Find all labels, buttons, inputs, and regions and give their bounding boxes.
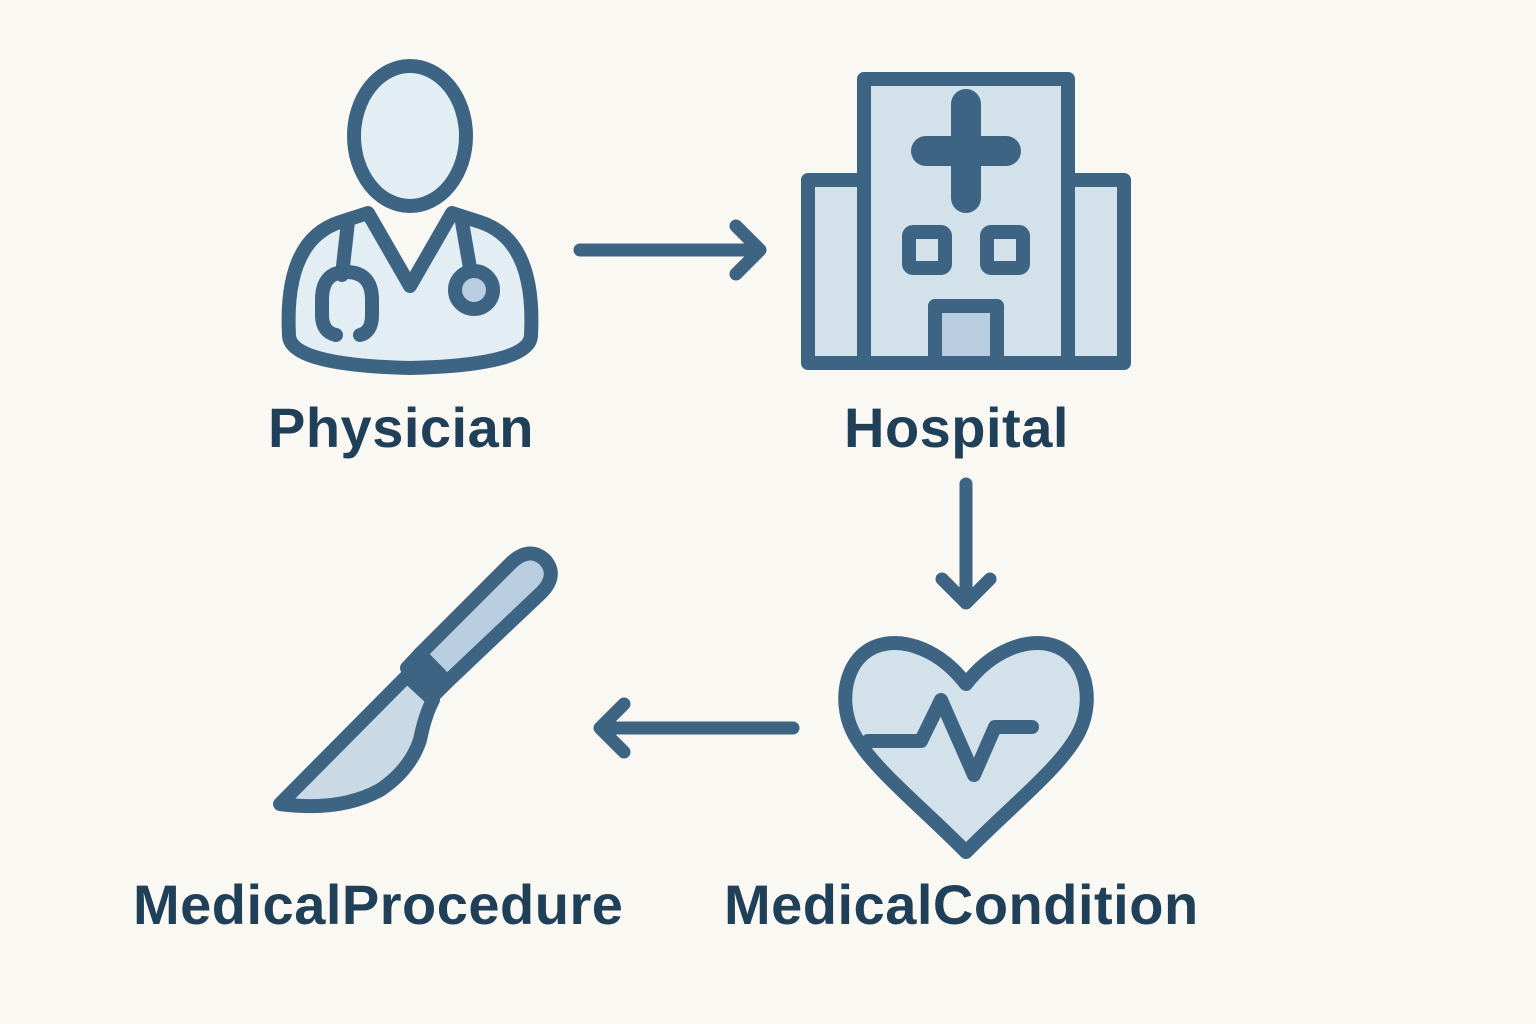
- node-label: MedicalProcedure: [133, 873, 624, 936]
- node-label: Physician: [268, 396, 534, 459]
- node-label: Hospital: [844, 396, 1069, 459]
- node-label: MedicalCondition: [724, 873, 1199, 936]
